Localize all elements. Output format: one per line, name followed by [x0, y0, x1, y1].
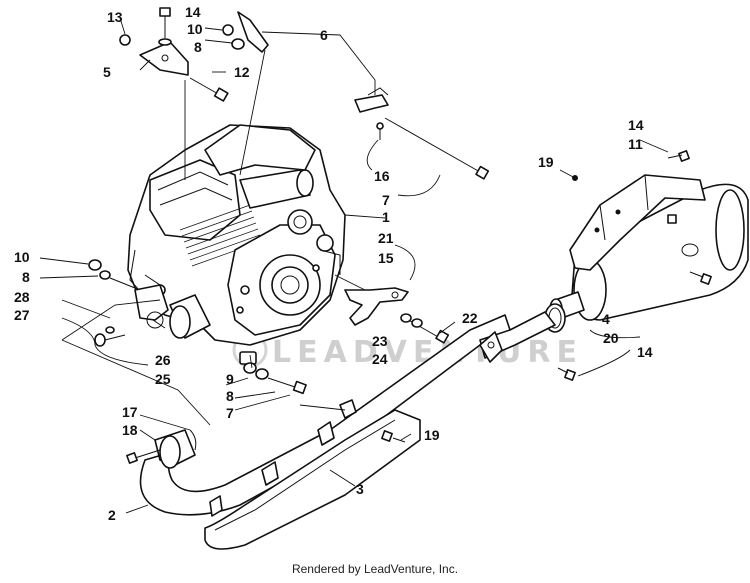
callout-25: 25 [155, 371, 171, 387]
callout-10: 10 [14, 249, 30, 265]
engine-side-hardware [61, 259, 211, 426]
callout-8: 8 [194, 39, 202, 55]
muffler-assembly [544, 139, 749, 381]
engine-mount-bracket [119, 7, 229, 180]
upper-bracket [222, 11, 376, 176]
callout-13: 13 [107, 9, 123, 25]
callout-2: 2 [108, 507, 116, 523]
callout-14: 14 [628, 117, 644, 133]
callout-21: 21 [378, 230, 394, 246]
exhaust-bolt-set [243, 354, 307, 395]
callout-22: 22 [462, 310, 478, 326]
callout-19: 19 [538, 154, 554, 170]
callout-14: 14 [185, 4, 201, 20]
callout-28: 28 [14, 289, 30, 305]
callout-14: 14 [637, 344, 653, 360]
callout-17: 17 [122, 404, 138, 420]
callout-15: 15 [378, 250, 394, 266]
callout-12: 12 [234, 64, 250, 80]
callout-labels: 13 14 10 8 6 12 5 16 7 1 21 15 19 14 11 … [14, 4, 653, 523]
head-pipe [126, 311, 556, 516]
callout-9: 9 [226, 371, 234, 387]
exhaust-mount-bracket [334, 214, 450, 344]
callout-3: 3 [356, 481, 364, 497]
callout-19: 19 [424, 427, 440, 443]
callout-5: 5 [103, 64, 111, 80]
callout-27: 27 [14, 307, 30, 323]
watermark: LEADVENTURE [232, 332, 577, 370]
callout-11: 11 [628, 136, 643, 152]
callout-7: 7 [382, 192, 390, 208]
callout-8: 8 [226, 388, 234, 404]
pipe-heat-shield [204, 399, 421, 550]
callout-18: 18 [122, 422, 138, 438]
callout-16: 16 [374, 168, 390, 184]
callout-leaders [39, 17, 456, 514]
callout-8: 8 [22, 269, 30, 285]
callout-10: 10 [187, 21, 203, 37]
callout-23: 23 [372, 333, 388, 349]
callout-1: 1 [382, 209, 390, 225]
footer-credit: Rendered by LeadVenture, Inc. [291, 562, 459, 576]
engine-assembly [127, 124, 346, 365]
muffler-hanger-bracket [354, 87, 490, 197]
callout-6: 6 [320, 27, 328, 43]
callout-24: 24 [372, 351, 388, 367]
callout-7: 7 [226, 405, 234, 421]
callout-4: 4 [602, 311, 610, 327]
callout-26: 26 [155, 352, 171, 368]
callout-20: 20 [603, 330, 619, 346]
